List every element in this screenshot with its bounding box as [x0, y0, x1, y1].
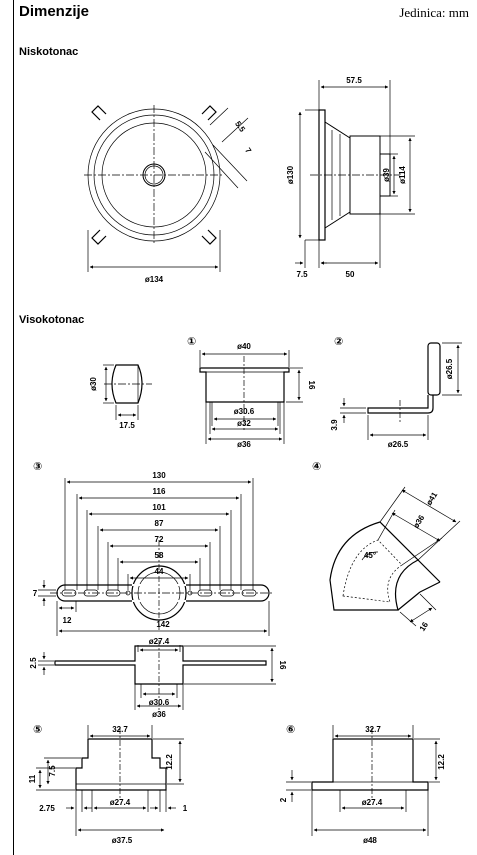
cup-d1: ø30.6 — [234, 407, 255, 416]
mount5-a: 2.75 — [39, 804, 55, 813]
bracket-t: 3.9 — [330, 419, 339, 431]
woofer-front-view — [84, 105, 249, 272]
marker-2: ② — [334, 336, 343, 348]
marker-5: ⑤ — [33, 724, 42, 736]
section-woofer: Niskotonac — [19, 46, 79, 58]
tweeter-unit-view — [103, 364, 152, 420]
bracket-view — [340, 342, 462, 440]
woofer-body: 50 — [346, 270, 355, 279]
mount5-w: 32.7 — [112, 725, 128, 734]
woofer-flange: 7.5 — [296, 270, 308, 279]
marker-1: ① — [187, 336, 196, 348]
bar-side-d-top: ø27.4 — [149, 637, 170, 646]
angle-mount-view — [329, 486, 461, 627]
marker-3: ③ — [33, 461, 42, 473]
angle-d1: ø41 — [424, 490, 439, 507]
tweeter-w: 17.5 — [119, 421, 135, 430]
bar-side-t: 2.5 — [29, 657, 38, 669]
bar-total: 142 — [156, 620, 170, 629]
angle-h: 16 — [418, 620, 431, 633]
woofer-side-view — [295, 80, 415, 268]
marker-6: ⑥ — [286, 724, 295, 736]
bar-side-view — [38, 640, 276, 712]
bar-h: 7 — [33, 589, 38, 598]
bar-w5: 72 — [155, 535, 164, 544]
mount5-h3: 12.2 — [165, 754, 174, 770]
bar-view — [38, 478, 274, 636]
bar-w2: 116 — [153, 487, 166, 496]
angle-d2: ø36 — [411, 513, 426, 530]
tweeter-d: ø30 — [89, 377, 98, 391]
bracket-h: ø26.5 — [445, 358, 454, 379]
woofer-d-mount: ø114 — [398, 166, 407, 184]
bar-slot: 12 — [63, 616, 72, 625]
mount5-d-out: ø37.5 — [112, 836, 133, 845]
woofer-slot-a: 5.5 — [233, 119, 247, 134]
mount6-d-out: ø48 — [363, 836, 377, 845]
cup-d3: ø36 — [237, 440, 251, 449]
cup-d-top: ø40 — [237, 342, 251, 351]
bar-side-h: 16 — [278, 661, 287, 670]
mount5-b: 1 — [183, 804, 188, 813]
woofer-d-magnet: ø39 — [382, 168, 391, 182]
marker-4: ④ — [312, 461, 321, 473]
cup-view — [199, 350, 303, 444]
mount6-t: 2 — [279, 797, 288, 802]
bar-w3: 101 — [152, 503, 166, 512]
bar-side-d2: ø36 — [152, 710, 166, 719]
margin-rule — [13, 0, 14, 855]
bar-w4: 87 — [155, 519, 164, 528]
cup-d2: ø32 — [237, 419, 251, 428]
mount6-view — [286, 725, 440, 836]
angle-ang: 45° — [364, 551, 376, 560]
bar-w7: 44 — [155, 567, 164, 576]
page-title: Dimenzije — [19, 3, 90, 20]
bracket-d: ø26.5 — [388, 440, 409, 449]
mount6-h: 12.2 — [437, 754, 446, 770]
woofer-d-outer: ø134 — [145, 275, 164, 284]
woofer-depth: 57.5 — [346, 76, 362, 85]
woofer-d-frame: ø130 — [286, 165, 295, 184]
units-label: Jedinica: mm — [399, 5, 469, 20]
bar-w6: 58 — [155, 551, 164, 560]
mount5-d: ø27.4 — [110, 798, 131, 807]
mount6-w: 32.7 — [365, 725, 381, 734]
bar-w1: 130 — [152, 471, 166, 480]
cup-h: 16 — [307, 381, 316, 390]
woofer-slot-b: 7 — [243, 146, 253, 155]
bar-side-d1: ø30.6 — [149, 698, 170, 707]
mount5-h1: 11 — [28, 774, 37, 783]
mount5-view — [36, 725, 184, 836]
mount5-h2: 7.5 — [48, 765, 57, 777]
mount6-d: ø27.4 — [362, 798, 383, 807]
section-tweeter: Visokotonac — [19, 314, 85, 326]
